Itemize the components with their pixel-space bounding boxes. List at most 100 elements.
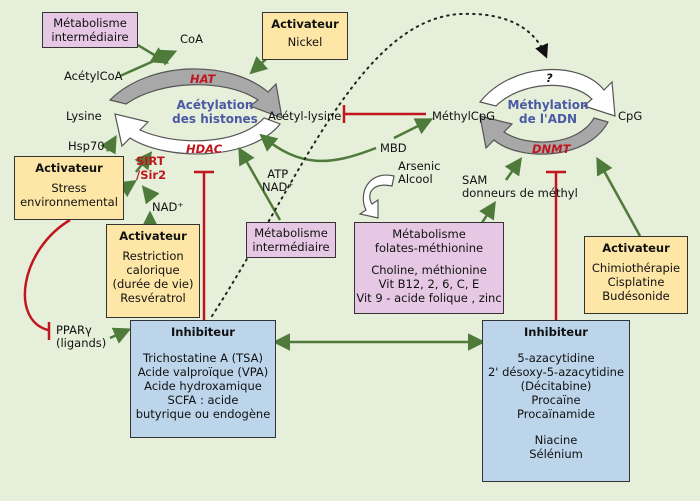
alcool-label: Alcool	[398, 172, 433, 186]
inhib-right-line2: 2' désoxy-5-azacytidine	[487, 365, 625, 379]
folates-line3: Choline, méthionine	[371, 263, 487, 277]
arsenic-loop-arrow	[358, 174, 395, 219]
activ-restriction-box: Activateur Restriction calorique (durée …	[106, 224, 200, 318]
sam-label-line2: donneurs de méthyl	[462, 186, 578, 200]
dnmt-cycle-bottom-arrow	[479, 115, 609, 155]
sirt-label-line1: SIRT	[136, 154, 165, 168]
hat-cycle-title-line1: Acétylation	[176, 98, 254, 112]
metab-box-top: Métabolisme intermédiaire	[42, 12, 138, 48]
arrow-acetylcoa-to-coa	[119, 49, 178, 78]
hat-cycle-title: Acétylation des histones	[160, 98, 270, 126]
acetyl-lysine-label: Acétyl-lysine	[268, 109, 342, 123]
hat-cycle-title-line2: des histones	[172, 112, 258, 126]
activ-stress-title: Activateur	[35, 161, 103, 175]
activ-stress-line1: Stress	[51, 181, 87, 195]
ppar-label-line1: PPARγ	[56, 323, 92, 337]
nad-label: NAD⁺	[152, 200, 184, 214]
inhib-right-box: Inhibiteur 5-azacytidine 2' désoxy-5-aza…	[482, 320, 630, 482]
lysine-label: Lysine	[66, 109, 102, 123]
activ-chimio-line1: Chimiothérapie	[591, 261, 681, 275]
inhib-right-line5: Procaïnamide	[517, 407, 595, 421]
arrow-ppar-to-inhib	[109, 327, 132, 344]
sam-label-line1: SAM	[462, 173, 488, 187]
arrow-mbd-to-methylcpg	[393, 118, 434, 140]
inhib-left-line5: butyrique ou endogène	[135, 407, 271, 421]
dnmt-cycle-title: Méthylation de l'ADN	[496, 98, 600, 126]
metab-mid-line2: intermédiaire	[252, 240, 330, 254]
inhib-right-line6: Niacine	[534, 433, 578, 447]
folates-line5: Vit 9 - acide folique , zinc	[356, 291, 502, 305]
arrow-chimio-to-dnmt	[596, 156, 642, 237]
metab-top-line2: intermédiaire	[51, 30, 129, 44]
hsp70-label: Hsp70	[68, 139, 105, 153]
activ-restriction-line1: Restriction	[122, 249, 184, 263]
atp-label: ATP	[267, 167, 289, 181]
hdac-label: HDAC	[186, 142, 223, 156]
activ-nickel-box: Activateur Nickel	[262, 12, 348, 60]
hat-label: HAT	[190, 72, 216, 86]
activ-nickel-title: Activateur	[271, 17, 339, 31]
coa-label: CoA	[180, 32, 203, 46]
arrow-mbd-to-hdac	[259, 133, 377, 163]
activ-stress-box: Activateur Stress environnemental	[14, 156, 124, 220]
arrow-stress-to-sirt	[117, 180, 137, 198]
inhib-left-line2: Acide valproïque (VPA)	[137, 365, 269, 379]
activ-stress-line2: environnemental	[20, 195, 118, 209]
inhib-left-title: Inhibiteur	[171, 325, 235, 339]
inhib-stress-to-ppar	[23, 218, 71, 332]
arrow-sirt-to-hdac	[134, 151, 153, 173]
inhib-right-line3: (Décitabine)	[520, 379, 592, 393]
activ-chimio-line3: Budésonide	[602, 289, 670, 303]
activ-restriction-line3: (durée de vie)	[112, 277, 194, 291]
inhib-right-line1: 5-azacytidine	[517, 351, 595, 365]
inhib-left-line1: Trichostatine A (TSA)	[142, 351, 264, 365]
hat-cycle-top-arrow	[108, 68, 283, 119]
dnmt-question-mark: ?	[546, 71, 553, 85]
activ-restriction-title: Activateur	[119, 229, 187, 243]
sirt-label: SIRT /Sir2	[136, 154, 166, 182]
dnmt-cycle-title-line1: Méthylation	[507, 98, 589, 112]
folates-line4: Vit B12, 2, 6, C, E	[378, 277, 480, 291]
activ-chimio-title: Activateur	[602, 241, 670, 255]
folates-line2: folates-méthionine	[374, 241, 484, 255]
atp-nad-label: ATP NAD⁺	[262, 168, 293, 194]
folates-box: Métabolisme folates-méthionine Choline, …	[354, 222, 504, 314]
arrow-metab-mid-to-hdac	[238, 146, 282, 221]
activ-chimio-line2: Cisplatine	[607, 275, 665, 289]
activ-chimio-box: Activateur Chimiothérapie Cisplatine Bud…	[584, 236, 688, 314]
mbd-label: MBD	[380, 141, 407, 155]
activ-restriction-line2: calorique	[126, 263, 180, 277]
inhib-left-box: Inhibiteur Trichostatine A (TSA) Acide v…	[130, 320, 276, 438]
dotted-curve	[211, 12, 549, 317]
inhib-right-title: Inhibiteur	[524, 325, 588, 339]
activ-nickel-line1: Nickel	[287, 35, 323, 49]
inhib-right-line7: Sélénium	[529, 447, 583, 461]
metab-mid-line1: Métabolisme	[254, 226, 328, 240]
dnmt-label: DNMT	[532, 142, 571, 156]
arrow-nad-to-sirt	[141, 185, 160, 205]
ppar-label-line2: (ligands)	[56, 336, 107, 350]
ppar-label: PPARγ (ligands)	[56, 324, 106, 350]
methylcpg-label: MéthylCpG	[432, 109, 496, 123]
metab-box-mid: Métabolisme intermédiaire	[246, 222, 336, 258]
metab-top-line1: Métabolisme	[53, 16, 127, 30]
folates-line1: Métabolisme	[392, 227, 466, 241]
sam-label: SAM donneurs de méthyl	[462, 174, 578, 200]
inhib-left-line3: Acide hydroxamique	[144, 379, 262, 393]
cpg-label: CpG	[618, 109, 643, 123]
arrow-sam-to-dnmt	[504, 157, 523, 181]
arsenic-label: Arsenic	[398, 159, 441, 173]
hat-cycle-bottom-arrow	[114, 113, 281, 155]
dnmt-cycle-top-arrow	[478, 68, 616, 117]
activ-restriction-line4: Resvératrol	[120, 291, 186, 305]
sirt-label-line2: /Sir2	[136, 168, 167, 182]
arrow-hsp70-to-hdac	[100, 134, 117, 155]
inhib-left-line4: SCFA : acide	[167, 393, 239, 407]
inhib-right-line4: Procaïne	[531, 393, 581, 407]
nad-label-2: NAD⁺	[262, 180, 294, 194]
arsenic-alcool-label: Arsenic Alcool	[398, 160, 440, 186]
acetylcoa-label: AcétylCoA	[64, 69, 123, 83]
dnmt-cycle-title-line2: de l'ADN	[519, 112, 577, 126]
